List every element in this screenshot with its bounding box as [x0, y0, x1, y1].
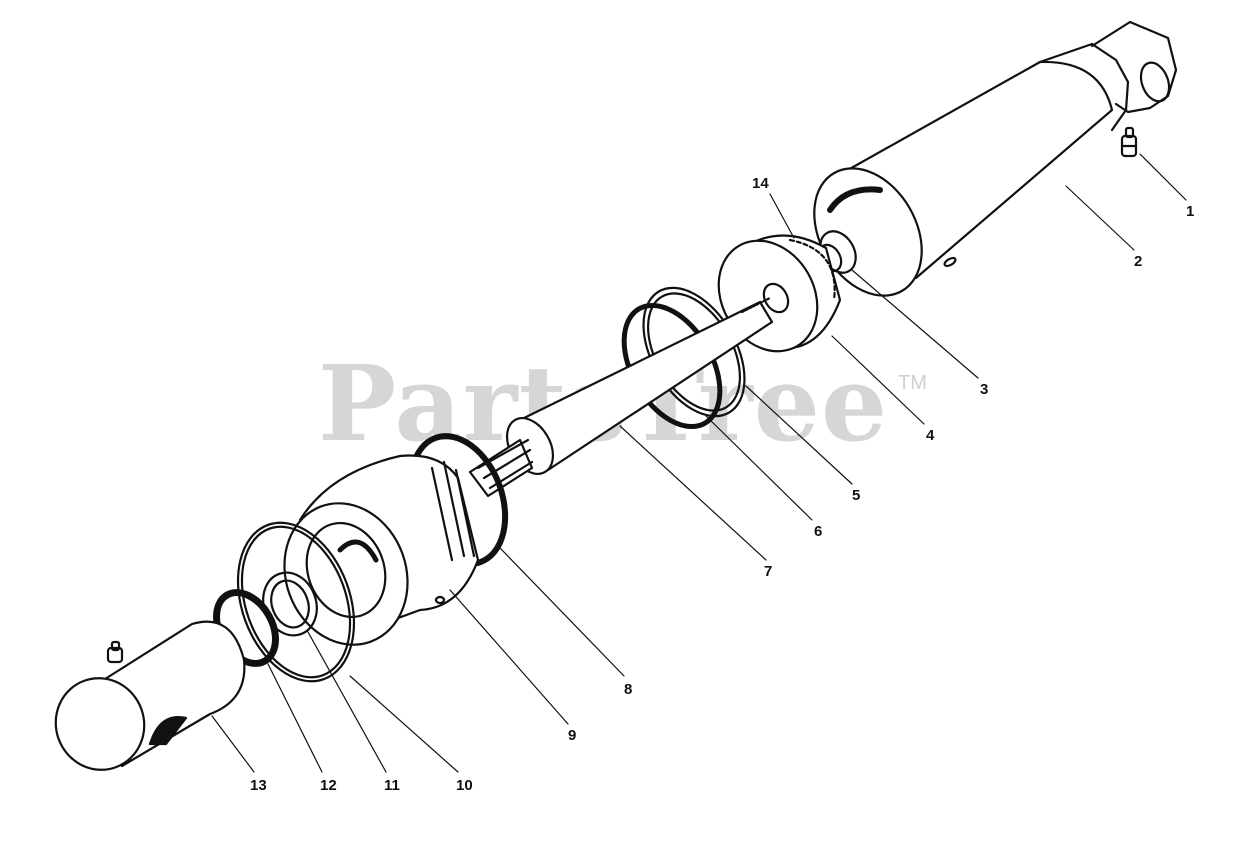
callout-8: 8	[624, 681, 633, 698]
rod-end-clevis	[54, 620, 246, 771]
callout-11: 11	[384, 777, 400, 794]
callout-4: 4	[926, 427, 935, 444]
grease-fitting	[1120, 126, 1138, 158]
piston-rod	[468, 296, 774, 498]
callout-12: 12	[320, 777, 337, 794]
callout-1: 1	[1186, 203, 1195, 220]
trademark-symbol: TM	[898, 372, 927, 394]
callout-13: 13	[250, 777, 267, 794]
callout-6: 6	[814, 523, 823, 540]
leader-lines	[211, 153, 1187, 773]
callout-5: 5	[852, 487, 861, 504]
callout-14: 14	[752, 175, 769, 192]
callout-9: 9	[568, 727, 577, 744]
rod-guide-gland	[283, 454, 480, 646]
gland-o-ring	[236, 521, 356, 683]
callout-7: 7	[764, 563, 773, 580]
callout-3: 3	[980, 381, 989, 398]
callout-10: 10	[456, 777, 473, 794]
callout-2: 2	[1134, 253, 1143, 270]
